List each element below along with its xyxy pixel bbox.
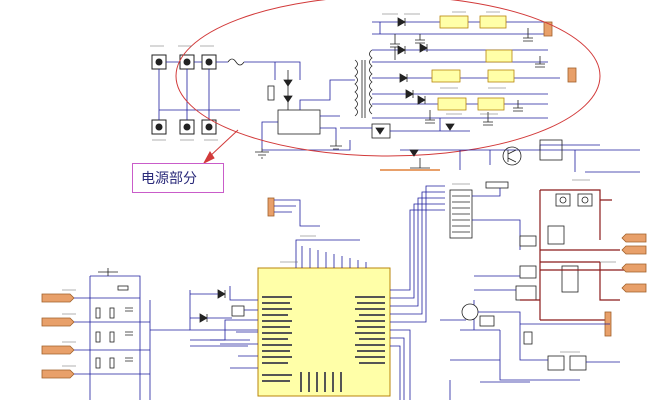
filter-capacitors: [390, 28, 545, 126]
optocoupler-icon: [371, 123, 391, 139]
power-output-connectors: [543, 21, 577, 83]
transistor-icon-2: [461, 303, 479, 321]
bridge-rectifier: [267, 70, 293, 110]
connector-strip-top: [485, 181, 509, 189]
callout-arrow: [202, 129, 239, 165]
regulator-5: [487, 69, 515, 83]
fuse-icon: [227, 58, 245, 66]
transistor-icon: [502, 146, 522, 166]
input-jacks: [151, 54, 217, 135]
component-annotations: [62, 11, 616, 367]
relay-icon: [539, 139, 563, 161]
connector-icon: [267, 197, 275, 217]
power-section: [151, 15, 577, 159]
regulator-1: [439, 15, 469, 29]
regulator-ics: [431, 15, 515, 111]
lower-right-components: [461, 303, 587, 371]
power-section-highlight: [175, 0, 601, 157]
regulator-2: [479, 15, 507, 29]
relay-driver-section: [380, 139, 640, 173]
callout-label: 电源部分: [141, 171, 197, 187]
input-connectors-left: [41, 293, 75, 379]
regulator-7: [477, 97, 505, 111]
relay-outputs: [515, 193, 593, 301]
pwm-controller-ic: [277, 109, 321, 135]
resistor-icon: [95, 285, 129, 369]
regulator-6: [437, 97, 467, 111]
secondary-diodes: [397, 17, 428, 105]
led-icon: [199, 289, 245, 323]
power-section-callout: 电源部分: [132, 163, 224, 193]
output-connectors-right: [604, 233, 647, 337]
mcu-section: [41, 181, 647, 400]
mcu-pin-labels: [262, 296, 385, 392]
capacitor-icon: [125, 307, 133, 362]
regulator-3: [485, 49, 513, 63]
regulator-4: [431, 69, 461, 83]
transformer-icon: [354, 49, 373, 118]
zener-icon: [445, 123, 455, 131]
